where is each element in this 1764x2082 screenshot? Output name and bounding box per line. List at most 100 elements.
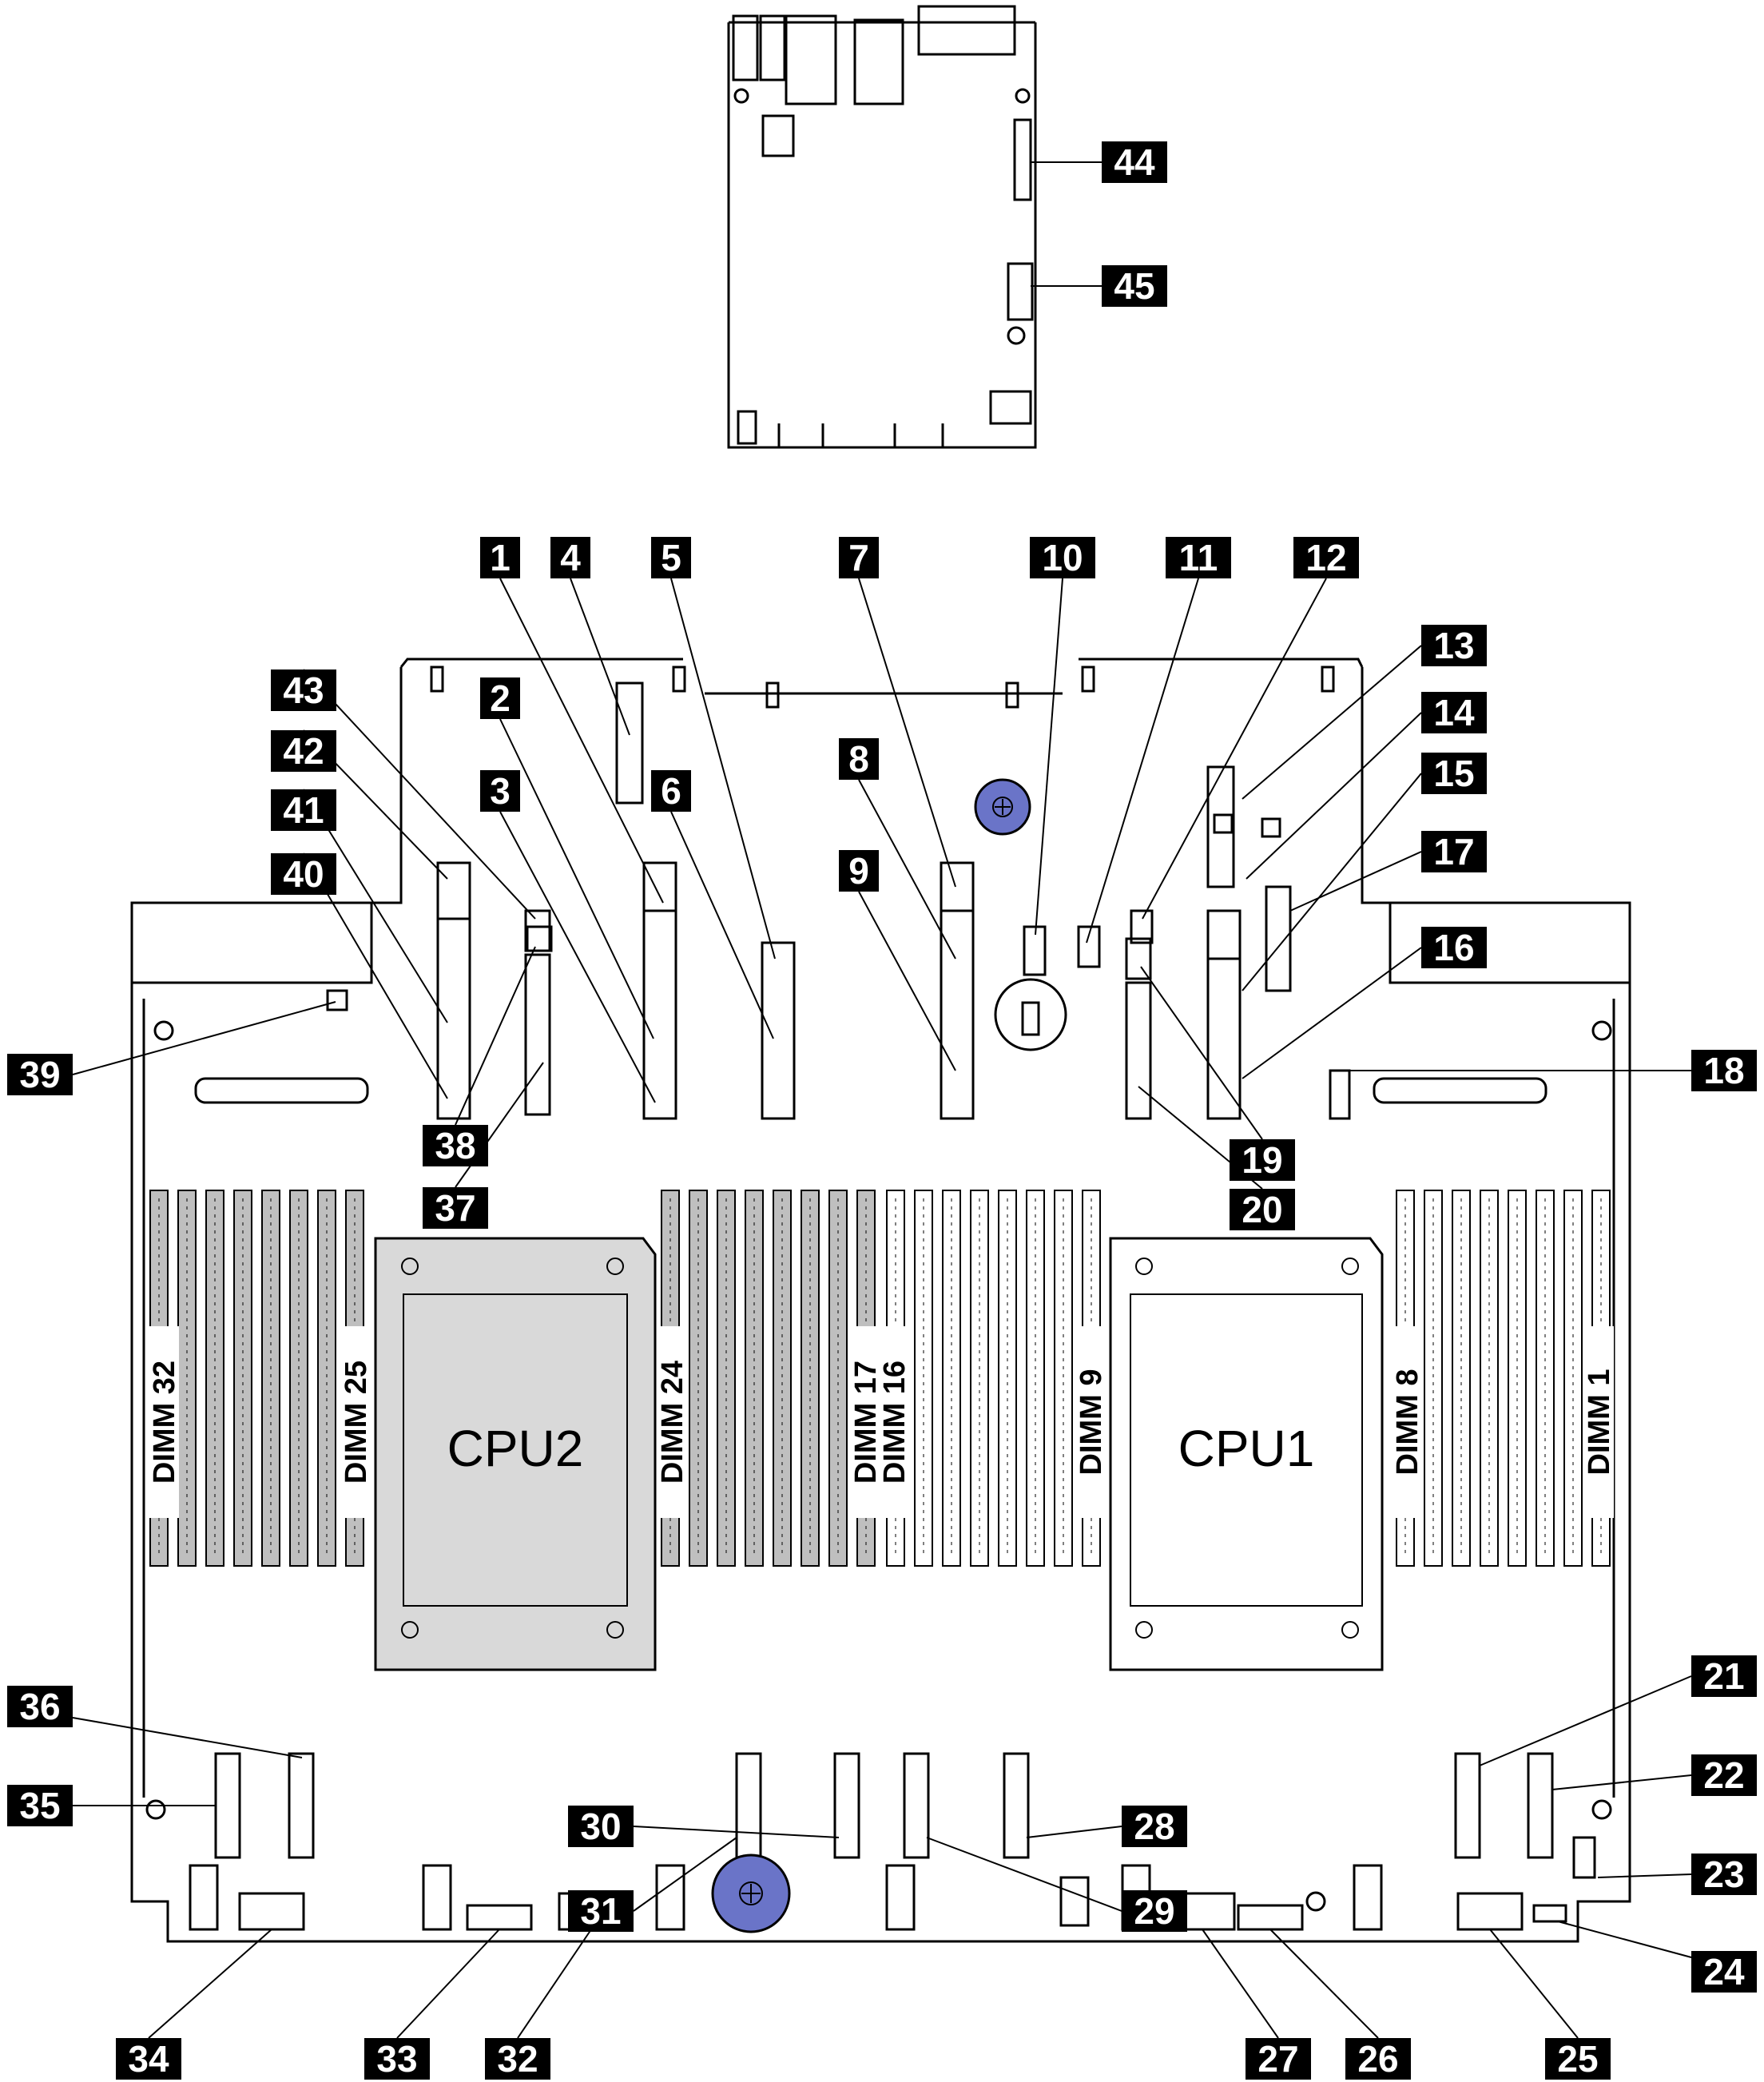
callout-number: 13: [1433, 625, 1474, 666]
leader-line-28: [1026, 1826, 1122, 1838]
callout-number: 22: [1703, 1754, 1744, 1796]
callout-15: 15: [1421, 753, 1487, 794]
callout-badge-bg: [480, 677, 520, 719]
callout-26: 26: [1345, 2038, 1411, 2080]
callout-36: 36: [7, 1686, 73, 1727]
callout-37: 37: [423, 1187, 488, 1229]
dimm16-label: DIMM 16: [878, 1361, 912, 1484]
callout-number: 9: [848, 850, 869, 892]
io-board: [727, 5, 1037, 449]
callout-41: 41: [271, 789, 336, 831]
callout-badge-bg: [568, 1806, 634, 1847]
leader-line-2: [499, 718, 654, 1039]
callout-badge-bg: [1421, 692, 1487, 733]
leader-line-15: [1242, 773, 1422, 991]
callout-number: 7: [848, 537, 869, 578]
callout-badge-bg: [1421, 831, 1487, 872]
leader-line-34: [148, 1929, 272, 2039]
dimm-slot: [1026, 1190, 1045, 1567]
leader-line-24: [1557, 1921, 1692, 1958]
callout-badge-bg: [271, 853, 336, 895]
leader-line-8: [858, 779, 956, 960]
callout-badge-bg: [1230, 1139, 1295, 1181]
callout-badge-bg: [1122, 1806, 1187, 1847]
callout-28: 28: [1122, 1806, 1187, 1847]
leader-line-43: [303, 669, 536, 920]
callout-number: 5: [661, 537, 681, 578]
callout-badge-bg: [550, 537, 590, 578]
callout-badge-bg: [7, 1686, 73, 1727]
leader-line-29: [926, 1837, 1122, 1912]
leader-line-1: [499, 578, 664, 904]
callout-6: 6: [651, 770, 691, 812]
leader-line-12: [1142, 578, 1327, 920]
callout-badge-bg: [1545, 2038, 1611, 2080]
callout-badge-bg: [1421, 625, 1487, 666]
callout-number: 19: [1242, 1139, 1282, 1181]
callout-number: 36: [19, 1686, 60, 1727]
callout-badge-bg: [1421, 927, 1487, 968]
leader-line-16: [1242, 947, 1422, 1079]
callout-badge-bg: [1345, 2038, 1411, 2080]
callout-10: 10: [1030, 537, 1095, 578]
dimm-slot: [801, 1190, 820, 1567]
leader-line-22: [1551, 1774, 1692, 1790]
dimm25-label: DIMM 25: [340, 1361, 373, 1484]
dimm-slot: [1424, 1190, 1443, 1567]
dimm-slot: [717, 1190, 736, 1567]
callout-number: 33: [376, 2038, 417, 2080]
callout-number: 3: [490, 770, 511, 812]
callout-number: 45: [1114, 265, 1154, 307]
leader-line-33: [396, 1929, 500, 2039]
callout-40: 40: [271, 853, 336, 895]
callout-2: 2: [480, 677, 520, 719]
callout-12: 12: [1293, 537, 1359, 578]
cpu2-label: CPU2: [447, 1420, 584, 1477]
callout-45: 45: [1102, 265, 1167, 307]
callout-35: 35: [7, 1785, 73, 1826]
callout-number: 20: [1242, 1189, 1282, 1230]
callout-badge-bg: [1166, 537, 1231, 578]
callout-11: 11: [1166, 537, 1231, 578]
leader-line-36: [72, 1717, 303, 1758]
dimm-slot: [1480, 1190, 1499, 1567]
dimm-labels: DIMM 32 DIMM 25 DIMM 24 DIMM 17 DIMM 16 …: [148, 1326, 1616, 1518]
callout-30: 30: [568, 1806, 634, 1847]
callout-number: 15: [1433, 753, 1474, 794]
callout-23: 23: [1691, 1854, 1757, 1895]
dimm-slot: [689, 1190, 708, 1567]
callout-number: 42: [283, 730, 324, 772]
callout-42: 42: [271, 730, 336, 772]
dimm-slot: [1508, 1190, 1527, 1567]
callout-number: 6: [661, 770, 681, 812]
dimm-slot: [1536, 1190, 1555, 1567]
dimm-slot: [1563, 1190, 1583, 1567]
callout-21: 21: [1691, 1655, 1757, 1697]
callout-badge-bg: [1691, 1951, 1757, 1993]
callout-badge-bg: [364, 2038, 430, 2080]
callout-number: 32: [497, 2038, 538, 2080]
callout-18: 18: [1691, 1050, 1757, 1091]
callout-badge-bg: [1246, 2038, 1311, 2080]
callout-badge-bg: [839, 537, 879, 578]
leader-line-32: [517, 1929, 592, 2039]
callout-badge-bg: [1102, 265, 1167, 307]
callout-29: 29: [1122, 1890, 1187, 1932]
callout-badge-bg: [1102, 141, 1167, 183]
dimm-slot: [773, 1190, 792, 1567]
callout-badge-bg: [485, 2038, 550, 2080]
dimm-slot: [942, 1190, 961, 1567]
callout-1: 1: [480, 537, 520, 578]
thumbscrew-top: [974, 778, 1031, 836]
thumbscrew-bottom: [711, 1854, 791, 1933]
callout-leader-lines: [72, 161, 1692, 2039]
callout-39: 39: [7, 1054, 73, 1095]
callout-number: 11: [1179, 537, 1218, 578]
leader-line-13: [1242, 645, 1422, 800]
callout-20: 20: [1230, 1189, 1295, 1230]
leader-line-4: [570, 578, 630, 736]
dimm1-label: DIMM 1: [1583, 1369, 1616, 1476]
callout-32: 32: [485, 2038, 550, 2080]
callout-badge-bg: [116, 2038, 181, 2080]
